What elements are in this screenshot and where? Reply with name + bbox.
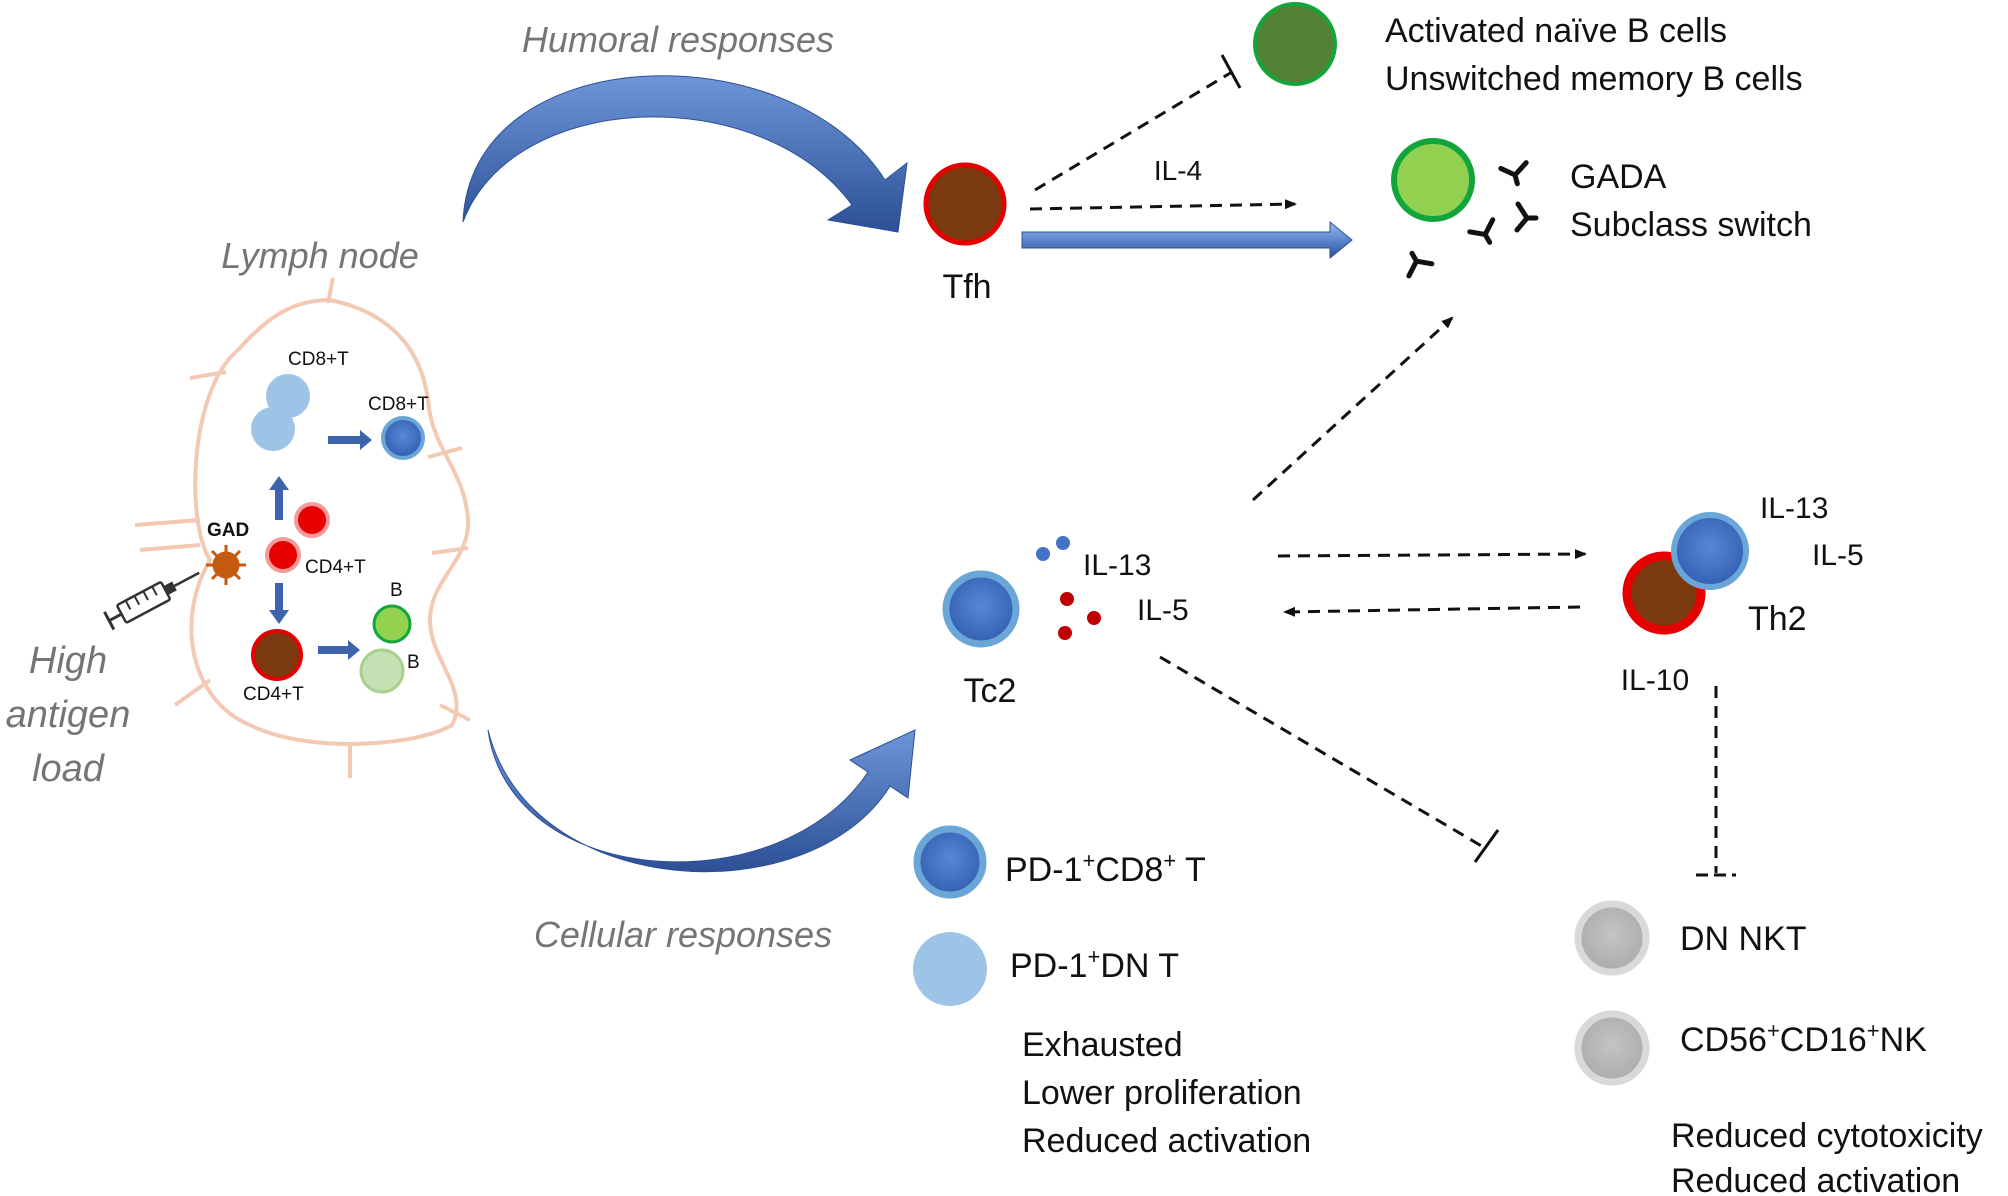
gada-label: GADA — [1570, 158, 1667, 196]
nk-reduced-activation-label: Reduced activation — [1671, 1162, 1960, 1196]
nk-cd56: CD56 — [1680, 1021, 1767, 1059]
high-antigen-load-line: load — [32, 748, 106, 790]
lower-proliferation-label: Lower proliferation — [1022, 1074, 1302, 1112]
cd8-t-cell-light — [251, 407, 295, 451]
pd1-dn-sup1: + — [1087, 944, 1100, 969]
gada-b-cell — [1391, 138, 1475, 222]
tfh-inhibition-bar — [1220, 54, 1242, 89]
unswitched-memory-b-label: Unswitched memory B cells — [1385, 60, 1803, 98]
tc2-inhibition-line — [1159, 655, 1486, 850]
small-arrow-up — [269, 476, 289, 520]
antibody-icon — [1467, 217, 1496, 245]
pd1-cd8-post: T — [1176, 851, 1206, 889]
high-antigen-load-line: antigen — [6, 694, 131, 736]
small-arrow — [318, 640, 360, 660]
cd56-cd16-nk-label: CD56+CD16+NK — [1680, 1018, 1927, 1059]
pd1-dn-post: DN T — [1100, 947, 1179, 985]
lymph-node-spikes — [134, 277, 471, 778]
antibody-icon — [1406, 250, 1435, 279]
cellular-responses-title: Cellular responses — [534, 914, 832, 955]
pd1-cd8-t-cell — [913, 825, 987, 899]
nk-suffix: NK — [1880, 1021, 1928, 1059]
il13-dot — [1056, 536, 1070, 550]
pd1-cd8-mid: CD8 — [1095, 851, 1163, 889]
cd4-t-cell-red — [294, 502, 330, 538]
reduced-activation-label: Reduced activation — [1022, 1122, 1311, 1160]
syringe-icon — [103, 571, 200, 631]
il4-arrow — [1029, 199, 1297, 211]
b-cell-green — [372, 604, 412, 644]
tfh-label: Tfh — [942, 268, 991, 306]
reduced-cytotoxicity-label: Reduced cytotoxicity — [1671, 1117, 1983, 1155]
il5-dot — [1060, 592, 1074, 606]
activated-naive-b-label: Activated naïve B cells — [1385, 12, 1727, 50]
tc2-inhibition-bar — [1473, 829, 1500, 863]
cd8-t-cell-light — [266, 374, 310, 418]
tc2-to-gada-arrow — [1251, 316, 1454, 502]
pd1-cd8-prefix: PD-1 — [1005, 851, 1082, 889]
tc2-to-th2-arrow — [1277, 549, 1587, 560]
th2-il10-label: IL-10 — [1621, 664, 1689, 697]
th2-cell-blue — [1671, 512, 1749, 590]
th2-il5-label: IL-5 — [1812, 539, 1864, 572]
small-arrow — [328, 430, 372, 450]
tfh-cell — [923, 162, 1007, 246]
gad-antigen-icon — [206, 545, 246, 585]
il5-dot — [1087, 611, 1101, 625]
tc2-cell — [942, 570, 1020, 648]
subclass-switch-label: Subclass switch — [1570, 206, 1812, 244]
cd8-t-activated-label: CD8+T — [368, 394, 429, 415]
b-cell-pale — [359, 648, 405, 694]
tfh-to-gada-arrow — [1021, 220, 1353, 260]
th2-label: Th2 — [1748, 600, 1807, 638]
pd1-cd8-t-label: PD-1+CD8+ T — [1005, 848, 1206, 889]
nk-cd16: CD16 — [1780, 1021, 1867, 1059]
th2-il13-label: IL-13 — [1760, 492, 1828, 525]
il13-dot — [1036, 547, 1050, 561]
high-antigen-load-label: High antigen load — [6, 640, 131, 790]
lymph-node-title: Lymph node — [221, 235, 419, 276]
pd1-dn-t-cell — [913, 932, 987, 1006]
tc2-il13-label: IL-13 — [1083, 549, 1151, 582]
activated-b-cell — [1253, 2, 1337, 86]
cd8-t-label: CD8+T — [288, 349, 349, 370]
tc2-il5-label: IL-5 — [1137, 594, 1189, 627]
nk-sup2: + — [1867, 1018, 1880, 1043]
humoral-curved-arrow — [462, 75, 908, 233]
lymph-node-outline — [189, 297, 471, 746]
cd8-t-cell-activated — [381, 416, 425, 460]
nk-sup1: + — [1767, 1018, 1780, 1043]
dn-nkt-label: DN NKT — [1680, 920, 1807, 958]
high-antigen-load-line: High — [29, 640, 107, 682]
b-cell-label: B — [390, 580, 403, 601]
tc2-label: Tc2 — [964, 672, 1017, 710]
b-cell-label: B — [407, 652, 420, 673]
il4-label: IL-4 — [1154, 155, 1202, 186]
antibody-icons — [1406, 160, 1539, 279]
humoral-responses-title: Humoral responses — [522, 19, 834, 60]
th2-to-tc2-arrow — [1283, 605, 1581, 617]
lymph-node: CD8+T CD8+T CD4+T GAD — [103, 277, 471, 778]
small-arrow-down — [269, 583, 289, 624]
dn-nkt-cell — [1574, 900, 1650, 976]
gad-label: GAD — [207, 520, 249, 541]
cd4-t-label: CD4+T — [305, 557, 366, 578]
antibody-icon — [1514, 201, 1539, 233]
pd1-cd8-sup1: + — [1082, 848, 1095, 873]
pd1-cd8-sup2: + — [1163, 848, 1176, 873]
antibody-icon — [1498, 160, 1529, 187]
exhausted-label: Exhausted — [1022, 1026, 1183, 1064]
pd1-dn-prefix: PD-1 — [1010, 947, 1087, 985]
cd4-t-cell-brown — [251, 629, 303, 681]
cd4-t-bottom-label: CD4+T — [243, 684, 304, 705]
tfh-inhibition-line — [1034, 70, 1233, 192]
cd4-t-cell-red — [265, 537, 301, 573]
cellular-curved-arrow — [487, 729, 916, 873]
il5-dot — [1058, 626, 1072, 640]
nk-cell — [1574, 1010, 1650, 1086]
pd1-dn-t-label: PD-1+DN T — [1010, 944, 1179, 985]
